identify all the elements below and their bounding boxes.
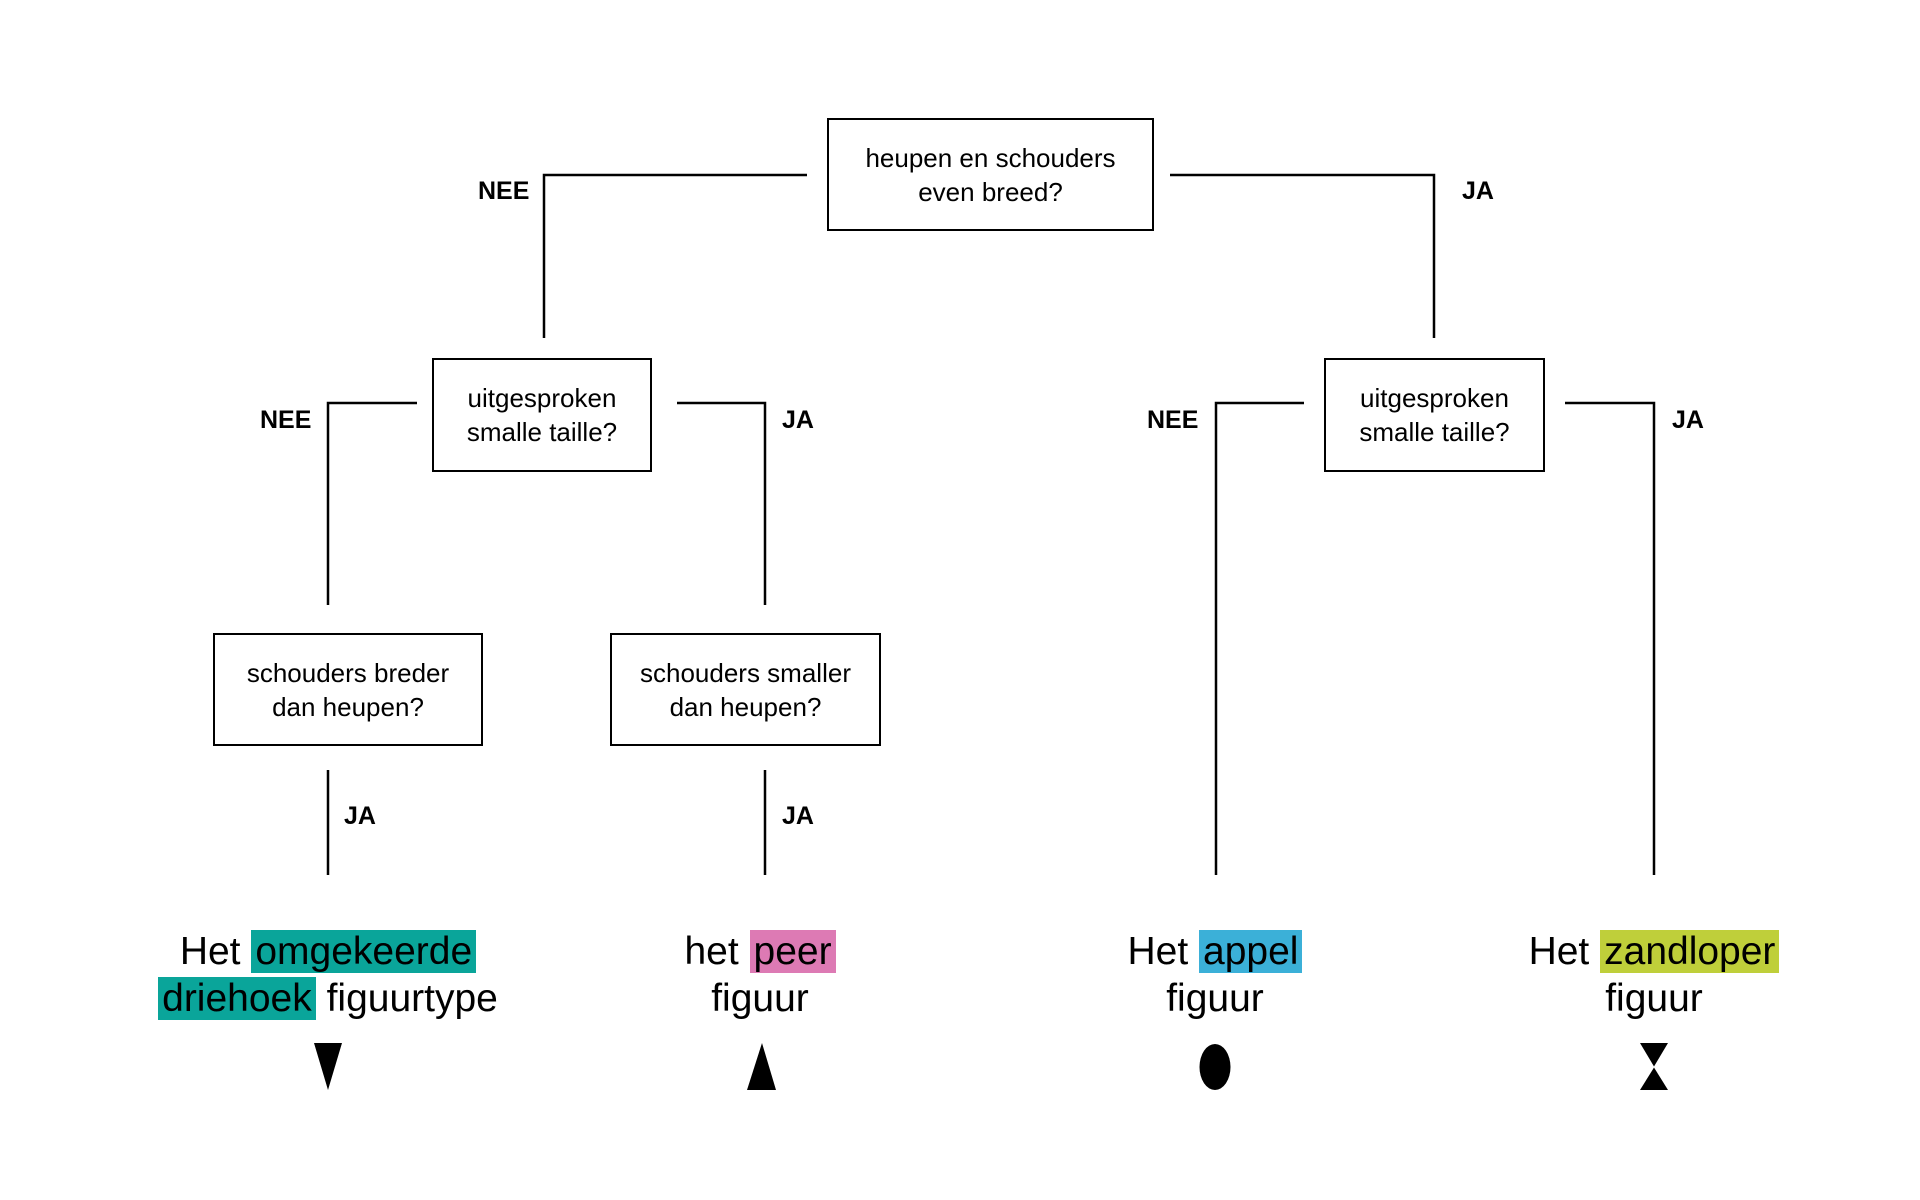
result-pear-suffix: figuur — [711, 977, 809, 1020]
connector-right-no — [1214, 401, 1304, 875]
result-hourglass-highlight: zandloper — [1600, 930, 1780, 973]
question-shoulders-wider-line-2: dan heupen? — [272, 691, 424, 722]
answer-left-no: NEE — [260, 406, 312, 434]
question-shoulders-narrower-line-1: schouders smaller — [640, 657, 851, 688]
answer-narrower-yes: JA — [782, 802, 814, 830]
question-root: heupen en schouders even breed? — [827, 118, 1154, 231]
result-inverted-triangle: Het omgekeerde driehoek figuurtype — [98, 928, 558, 1022]
result-apple-suffix: figuur — [1166, 977, 1264, 1020]
result-apple-prefix: Het — [1127, 930, 1189, 973]
result-pear-highlight: peer — [749, 930, 836, 973]
result-pear: het peer figuur — [530, 928, 990, 1022]
connector-left-yes — [677, 401, 767, 605]
answer-wider-yes: JA — [344, 802, 376, 830]
result-hourglass-prefix: Het — [1528, 930, 1590, 973]
connector-right-yes — [1565, 401, 1656, 875]
question-shoulders-wider: schouders breder dan heupen? — [213, 633, 483, 746]
answer-right-no: NEE — [1147, 406, 1199, 434]
connector-left-no — [326, 401, 417, 605]
result-apple: Het appel figuur — [985, 928, 1445, 1022]
question-left-waist: uitgesproken smalle taille? — [432, 358, 652, 472]
triangle-icon — [747, 1043, 776, 1090]
hourglass-icon — [1640, 1043, 1668, 1090]
question-left-waist-line-1: uitgesproken — [467, 383, 617, 413]
answer-root-yes: JA — [1462, 177, 1494, 205]
result-apple-highlight: appel — [1199, 930, 1303, 973]
result-hourglass-suffix: figuur — [1605, 977, 1703, 1020]
question-right-waist-line-2: smalle taille? — [1359, 417, 1510, 447]
answer-left-yes: JA — [782, 406, 814, 434]
result-inverted-triangle-prefix: Het — [179, 930, 241, 973]
question-right-waist-line-1: uitgesproken — [1360, 383, 1509, 413]
answer-root-no: NEE — [478, 177, 530, 205]
question-shoulders-narrower-line-2: dan heupen? — [669, 691, 822, 722]
connector-root-yes — [1170, 173, 1436, 338]
question-shoulders-narrower: schouders smaller dan heupen? — [610, 633, 881, 746]
result-inverted-triangle-suffix: figuurtype — [326, 977, 498, 1020]
result-inverted-triangle-highlight-1: omgekeerde — [251, 930, 477, 973]
question-right-waist: uitgesproken smalle taille? — [1324, 358, 1545, 472]
answer-right-yes: JA — [1672, 406, 1704, 434]
ellipse-icon — [1199, 1044, 1231, 1090]
question-root-line-1: heupen en schouders — [865, 142, 1116, 173]
inverted-triangle-icon — [314, 1043, 342, 1090]
result-hourglass: Het zandloper figuur — [1424, 928, 1884, 1022]
question-left-waist-line-2: smalle taille? — [466, 417, 618, 447]
connector-root-no — [542, 173, 807, 338]
question-root-line-2: even breed? — [918, 176, 1063, 207]
result-inverted-triangle-highlight-2: driehoek — [158, 977, 316, 1020]
question-shoulders-wider-line-1: schouders breder — [246, 657, 450, 688]
result-pear-prefix: het — [684, 930, 739, 973]
